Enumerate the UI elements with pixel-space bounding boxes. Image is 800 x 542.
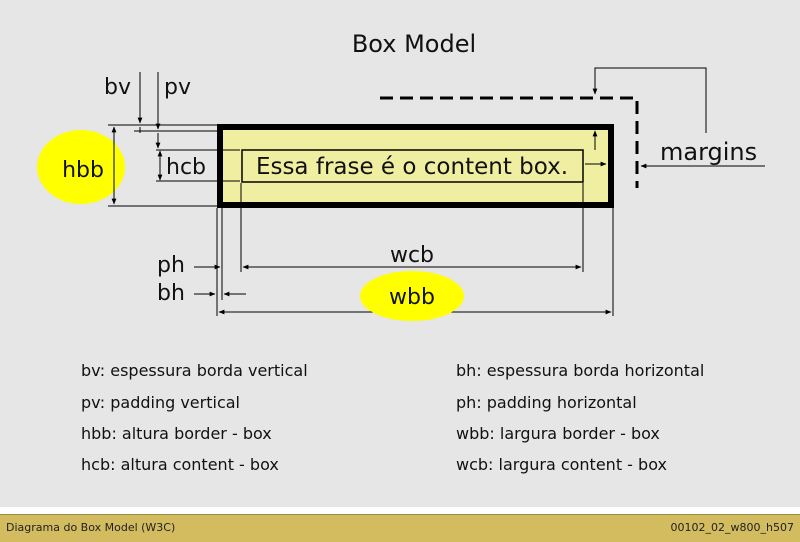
margin-outline <box>380 96 639 188</box>
legend-item-bh: bh: espessura borda horizontal <box>456 361 705 380</box>
wbb-highlight <box>360 271 464 321</box>
label-pv: pv <box>164 75 191 100</box>
label-wcb: wcb <box>390 243 434 268</box>
caption-bar: Diagrama do Box Model (W3C) 00102_02_w80… <box>0 514 800 542</box>
diagram-canvas: Box Model Essa frase é o content box. ma… <box>0 0 800 507</box>
label-wbb: wbb <box>389 285 435 310</box>
legend-item-hbb: hbb: altura border - box <box>81 424 272 443</box>
label-bh: bh <box>157 281 185 306</box>
label-bv: bv <box>104 75 131 100</box>
legend-item-hcb: hcb: altura content - box <box>81 455 279 474</box>
legend-item-ph: ph: padding horizontal <box>456 393 637 412</box>
legend-item-wcb: wcb: largura content - box <box>456 455 667 474</box>
file-id: 00102_02_w800_h507 <box>670 521 794 534</box>
legend-item-bv: bv: espessura borda vertical <box>81 361 308 380</box>
label-hbb: hbb <box>62 158 104 183</box>
margin-leader-top <box>592 67 707 133</box>
label-margins: margins <box>660 138 757 166</box>
content-box <box>241 149 584 183</box>
caption-text: Diagrama do Box Model (W3C) <box>6 521 176 534</box>
label-ph: ph <box>157 253 185 278</box>
legend-item-wbb: wbb: largura border - box <box>456 424 660 443</box>
diagram-title: Box Model <box>352 30 476 58</box>
label-hcb: hcb <box>166 155 206 180</box>
box-model-diagram: Box Model Essa frase é o content box. ma… <box>37 30 765 321</box>
legend-item-pv: pv: padding vertical <box>81 393 240 412</box>
hbb-highlight <box>37 130 125 204</box>
content-box-text: Essa frase é o content box. <box>256 154 568 180</box>
